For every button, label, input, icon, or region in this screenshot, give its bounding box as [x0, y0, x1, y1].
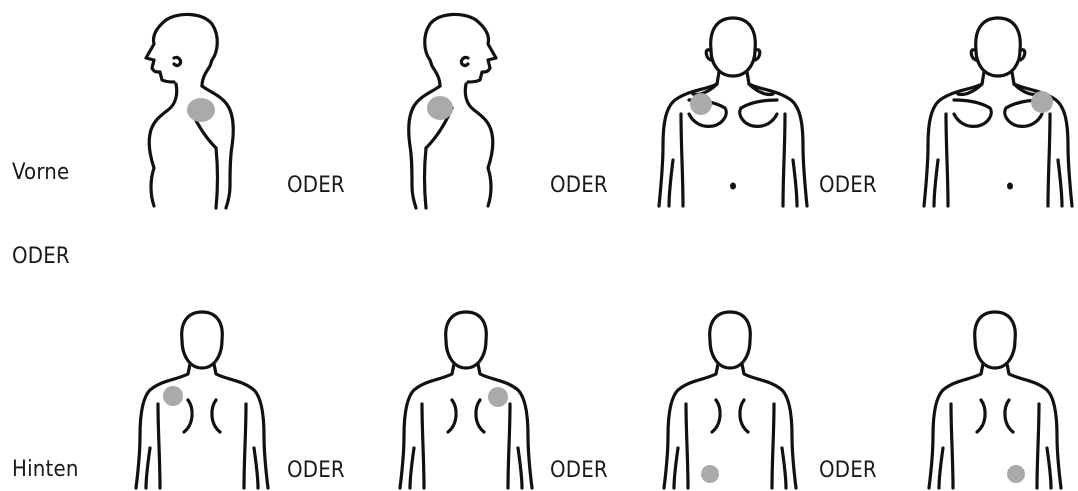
side-profile-left-figure: [130, 10, 250, 210]
back-view-figure: [660, 308, 800, 490]
back-view-figure: [925, 308, 1065, 490]
shoulder-marker: [427, 96, 453, 120]
shoulder-blade-marker: [163, 386, 183, 406]
row-or-label: ODER: [12, 246, 70, 268]
front-view-figure: [653, 10, 813, 210]
lower-back-marker: [701, 465, 719, 483]
back-row-label: Hinten: [12, 459, 79, 481]
or-label-front-3: ODER: [819, 175, 877, 197]
back-view-figure: [132, 308, 272, 490]
or-label-front-2: ODER: [550, 175, 608, 197]
or-label-front-1: ODER: [287, 175, 345, 197]
front-row-label: Vorne: [12, 162, 69, 184]
back-view-figure: [396, 308, 536, 490]
shoulder-marker: [690, 93, 712, 115]
side-profile-right-figure: [392, 10, 512, 210]
or-label-back-2: ODER: [550, 460, 608, 482]
shoulder-marker: [1031, 91, 1053, 113]
front-view-figure: [918, 10, 1078, 210]
or-label-back-1: ODER: [287, 460, 345, 482]
or-label-back-3: ODER: [819, 460, 877, 482]
lower-back-marker: [1007, 465, 1025, 483]
shoulder-blade-marker: [488, 387, 508, 407]
shoulder-marker: [187, 98, 215, 122]
